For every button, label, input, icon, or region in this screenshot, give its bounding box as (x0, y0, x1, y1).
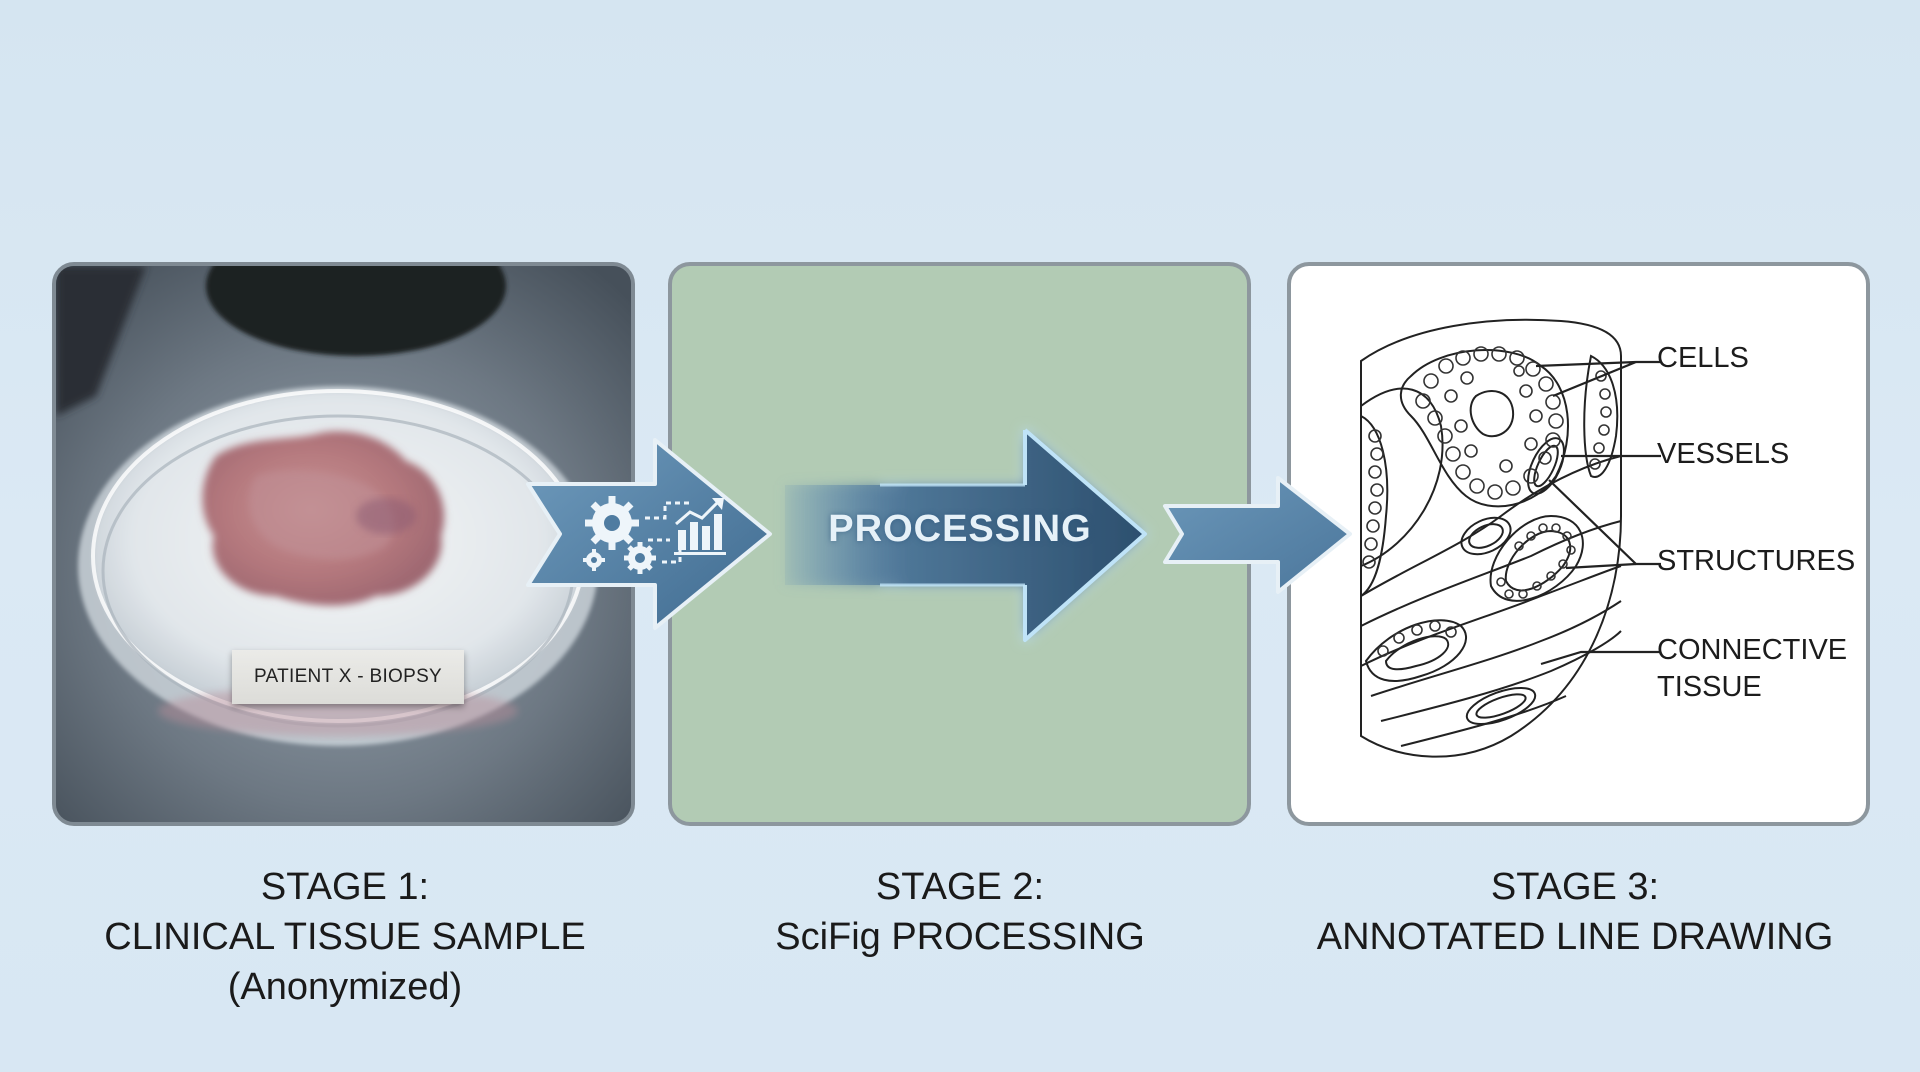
stage1-caption-line1: STAGE 1: (260, 866, 430, 908)
annotation-cells: CELLS (1657, 342, 1749, 374)
annotation-connective-line2: TISSUE (1657, 671, 1762, 703)
annotation-connective-line1: CONNECTIVE (1657, 634, 1848, 666)
stage3-caption: STAGE 3: ANNOTATED LINE DRAWING (1275, 862, 1875, 962)
processing-label: PROCESSING (828, 508, 1092, 550)
stage1-caption-line3: (Anonymized) (227, 966, 463, 1008)
stage1-caption: STAGE 1: CLINICAL TISSUE SAMPLE (Anonymi… (45, 862, 645, 1012)
stage2-caption-line1: STAGE 2: (875, 866, 1045, 908)
tissue-sample-photo (56, 266, 631, 822)
annotation-structures: STRUCTURES (1657, 545, 1856, 577)
annotation-vessels: VESSELS (1657, 438, 1790, 470)
stage2-caption: STAGE 2: SciFig PROCESSING (660, 862, 1260, 962)
stage3-caption-line2: ANNOTATED LINE DRAWING (1316, 916, 1834, 958)
patient-label: PATIENT X - BIOPSY (232, 650, 464, 704)
histology-line-drawing (1360, 318, 1661, 758)
stage1-caption-line2: CLINICAL TISSUE SAMPLE (104, 916, 586, 958)
stage3-drawing-panel: CELLS VESSELS STRUCTURES CONNECTIVE TISS… (1287, 262, 1870, 826)
stage3-caption-line1: STAGE 3: (1490, 866, 1660, 908)
annotation-connective-tissue: CONNECTIVE TISSUE (1657, 632, 1847, 706)
stage2-caption-line2: SciFig PROCESSING (775, 916, 1145, 958)
stage1-photo-panel: PATIENT X - BIOPSY (52, 262, 635, 826)
